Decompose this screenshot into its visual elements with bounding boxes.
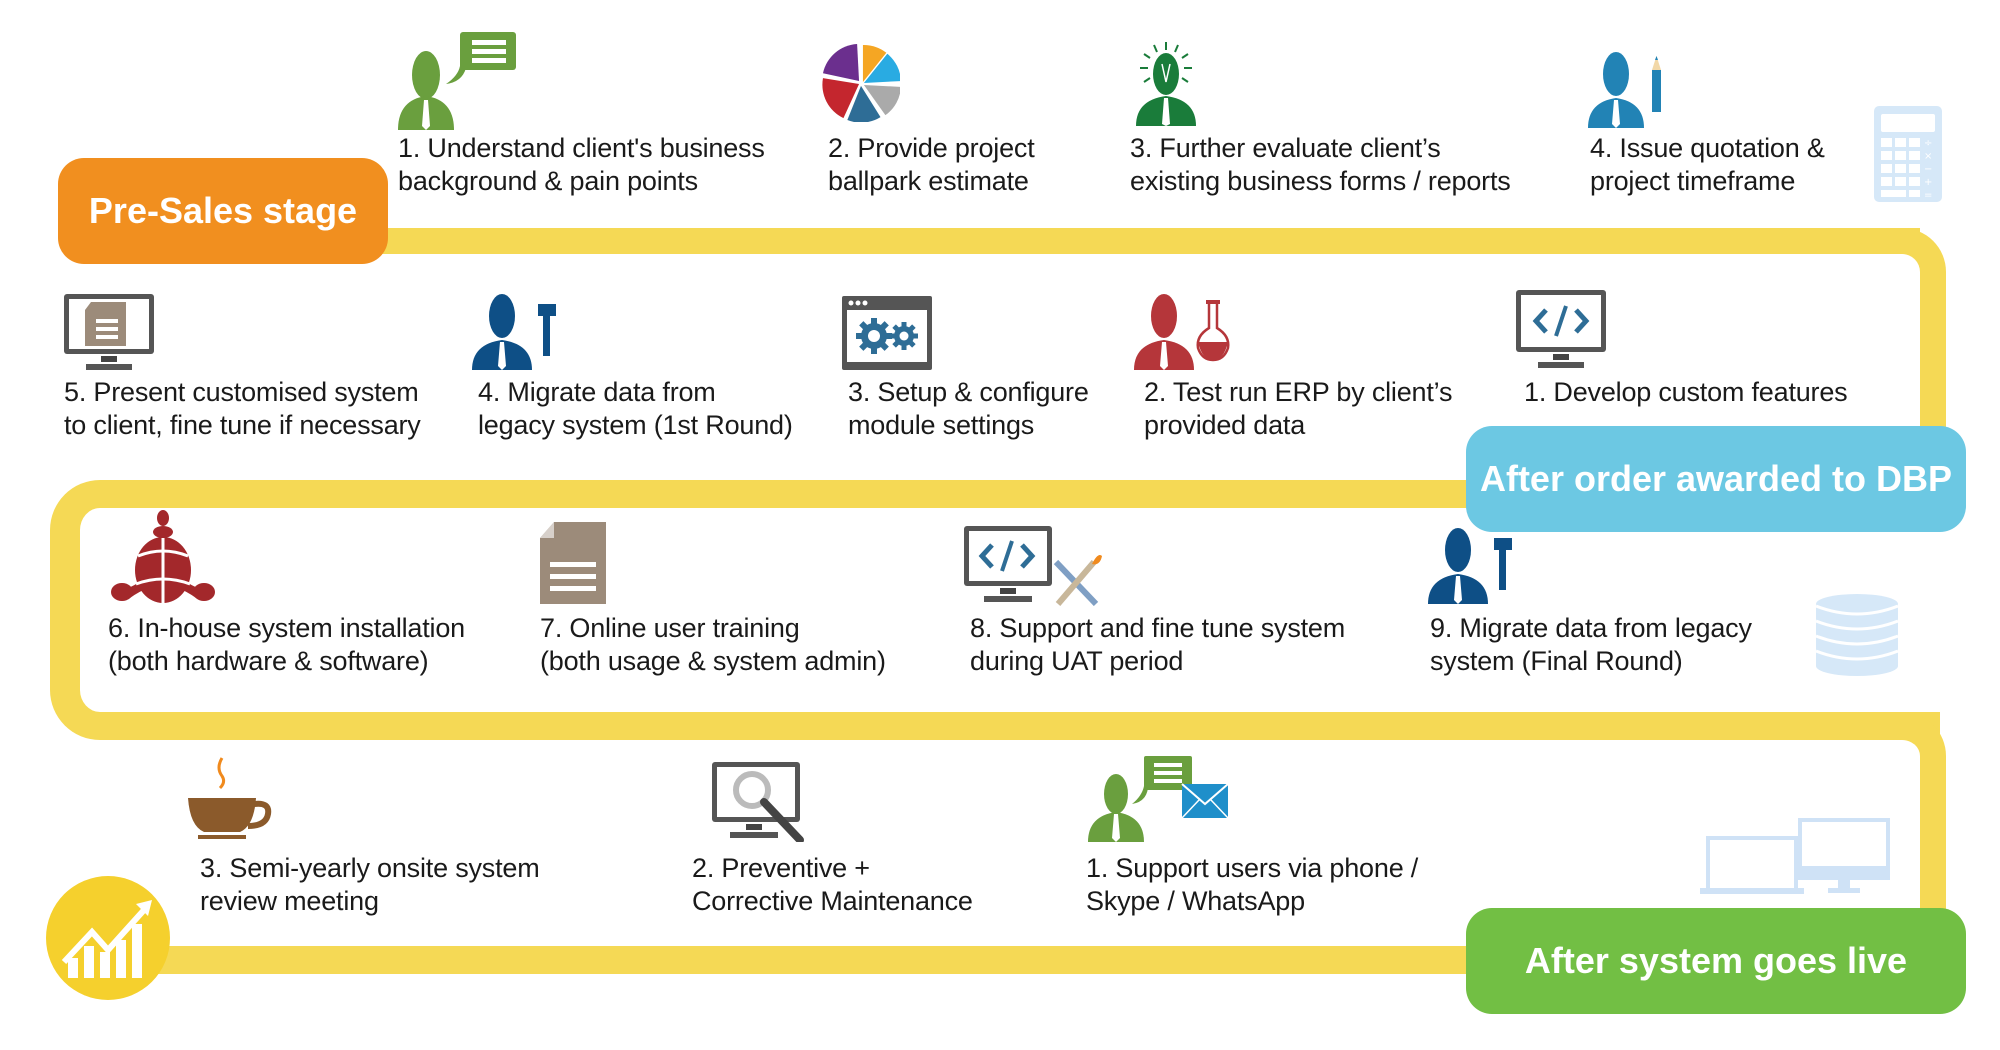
document-icon	[540, 522, 606, 604]
person-chat-email-icon	[1086, 754, 1230, 842]
window-gears-icon	[842, 296, 932, 370]
stage-badge-presales: Pre-Sales stage	[58, 158, 388, 264]
step-text: 1. Understand client's business backgrou…	[398, 133, 765, 196]
step-text: 3. Further evaluate client’s existing bu…	[1130, 133, 1511, 196]
step-text: 6. In-house system installation (both ha…	[108, 613, 465, 676]
person-speech-bubble-icon	[396, 30, 521, 130]
step-text: 3. Setup & configure module settings	[848, 377, 1089, 440]
monitor-code-icon	[1516, 290, 1606, 370]
track-corner	[1880, 228, 1946, 298]
step-text: 9. Migrate data from legacy system (Fina…	[1430, 613, 1752, 676]
track-segment	[1920, 790, 1946, 930]
stage-label: After order awarded to DBP	[1479, 458, 1953, 499]
growth-chart-icon	[46, 876, 170, 1000]
step-text: 8. Support and fine tune system during U…	[970, 613, 1346, 676]
person-pencil-icon	[1586, 50, 1666, 128]
person-lightbulb-icon	[1126, 40, 1206, 126]
installation-globe-icon	[108, 510, 218, 605]
svg-text:=: =	[1924, 190, 1932, 201]
track-corner	[50, 480, 160, 740]
step-text: 7. Online user training (both usage & sy…	[540, 613, 886, 676]
pie-chart-icon	[822, 44, 900, 122]
step-text: 5. Present customised system to client, …	[64, 377, 421, 440]
stage-label: After system goes live	[1524, 940, 1908, 981]
person-hammer-icon	[472, 294, 558, 370]
laptop-desktop-icon	[1700, 818, 1890, 894]
track-segment	[1920, 290, 1946, 440]
person-hammer-icon	[1428, 528, 1514, 604]
step-text: 4. Migrate data from legacy system (1st …	[478, 377, 793, 440]
step-text: 1. Support users via phone / Skype / Wha…	[1086, 853, 1419, 916]
svg-text:−: −	[1924, 164, 1932, 175]
calculator-icon: ÷ × − + =	[1874, 106, 1942, 202]
database-icon	[1816, 594, 1898, 676]
step-text: 4. Issue quotation & project timeframe	[1590, 133, 1825, 196]
svg-text:+: +	[1924, 177, 1932, 188]
step-text: 2. Test run ERP by client’s provided dat…	[1144, 377, 1453, 440]
track-segment	[100, 480, 1520, 508]
step-text: 1. Develop custom features	[1524, 377, 1848, 407]
svg-text:÷: ÷	[1924, 138, 1932, 149]
stage-badge-after-live: After system goes live	[1466, 908, 1966, 1014]
stage-label: Pre-Sales stage	[88, 190, 358, 231]
track-segment	[120, 946, 1500, 974]
monitor-magnifier-icon	[712, 762, 808, 842]
monitor-code-tools-icon	[964, 526, 1104, 606]
monitor-document-icon	[64, 294, 154, 372]
stage-badge-after-order: After order awarded to DBP	[1466, 426, 1966, 532]
step-text: 2. Provide project ballpark estimate	[828, 133, 1035, 196]
svg-text:×: ×	[1924, 151, 1932, 162]
track-segment	[150, 712, 1940, 740]
person-flask-icon	[1134, 294, 1234, 370]
step-text: 2. Preventive + Corrective Maintenance	[692, 853, 973, 916]
coffee-cup-icon	[184, 756, 274, 840]
track-segment	[380, 228, 1920, 254]
step-text: 3. Semi-yearly onsite system review meet…	[200, 853, 540, 916]
